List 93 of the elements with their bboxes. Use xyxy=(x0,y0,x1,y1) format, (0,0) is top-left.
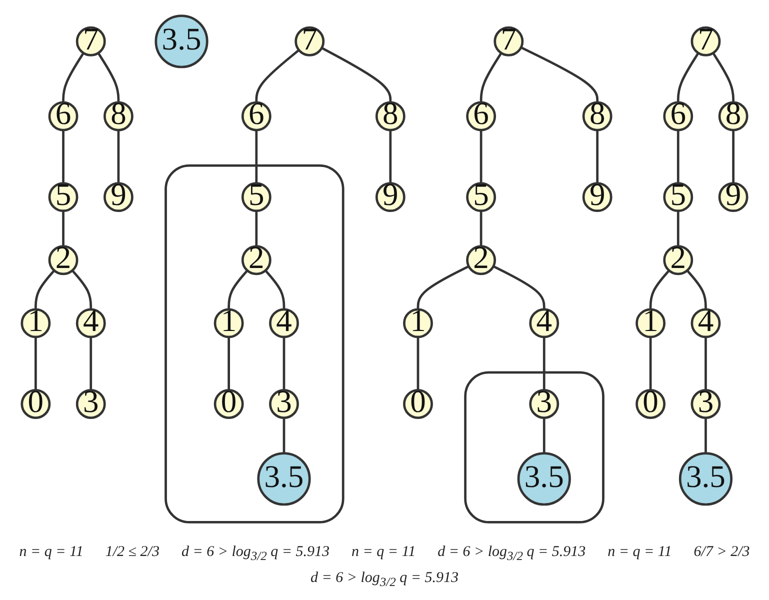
node-circle: 8 xyxy=(582,101,612,132)
formula-label: 6/7 > 2/3 xyxy=(694,544,750,562)
connector xyxy=(676,52,700,102)
node-circle: 5 xyxy=(241,182,272,212)
node-circle: 6 xyxy=(241,101,272,132)
node-circle: 7 xyxy=(294,26,325,56)
node-circle: 5 xyxy=(663,182,694,212)
cluster xyxy=(464,371,604,524)
connector xyxy=(282,418,286,454)
connector xyxy=(62,130,64,184)
node-circle: 4 xyxy=(269,308,299,338)
node-circle: 5 xyxy=(48,182,78,212)
connector xyxy=(416,265,470,310)
node-circle: 6 xyxy=(663,101,694,132)
node-circle: 2 xyxy=(663,245,694,276)
formula-label: 1/2 ≤ 2/3 xyxy=(105,544,160,562)
formula-label: d = 6 > log$_{3/2}$ q = 5.913 xyxy=(310,570,459,590)
node-circle: 0 xyxy=(20,389,51,419)
connector xyxy=(389,130,392,184)
connector xyxy=(416,337,420,390)
node-circle: 7 xyxy=(690,26,721,56)
node-circle: 1 xyxy=(20,308,51,338)
node-circle: 3.5 xyxy=(517,452,571,506)
connector xyxy=(676,210,680,246)
connector xyxy=(90,337,92,390)
connector xyxy=(704,418,707,454)
connector xyxy=(71,270,92,310)
formula-label: n = q = 11 xyxy=(19,544,84,562)
connector xyxy=(649,270,670,310)
node-circle: 3 xyxy=(690,389,721,419)
formula-label: n = q = 11 xyxy=(608,544,672,562)
node-circle: 9 xyxy=(103,182,134,212)
connector xyxy=(34,270,56,310)
connector xyxy=(732,130,734,184)
connector xyxy=(321,46,392,102)
connector xyxy=(480,210,482,246)
node-circle: 7 xyxy=(494,26,524,56)
node-circle: 6 xyxy=(48,101,78,132)
connector xyxy=(255,210,258,246)
node-circle: 3.5 xyxy=(154,14,208,68)
connector xyxy=(255,49,300,102)
connector xyxy=(228,337,230,390)
node-circle: 8 xyxy=(375,101,406,132)
node-circle: 4 xyxy=(76,308,106,338)
cluster xyxy=(164,164,344,524)
connector xyxy=(676,130,680,184)
connector xyxy=(596,130,599,184)
connector xyxy=(62,52,84,102)
node-circle: 0 xyxy=(636,389,666,419)
connector xyxy=(282,337,286,390)
node-circle: 1 xyxy=(636,308,666,338)
connector xyxy=(117,130,120,184)
node-circle: 2 xyxy=(241,245,272,276)
node-circle: 1 xyxy=(214,308,244,338)
connector xyxy=(480,52,502,102)
node-circle: 8 xyxy=(718,101,748,132)
node-circle: 5 xyxy=(466,182,496,212)
connector xyxy=(264,270,286,310)
connector xyxy=(686,270,707,310)
node-circle: 3.5 xyxy=(678,452,733,506)
node-circle: 1 xyxy=(403,308,433,338)
node-circle: 8 xyxy=(103,101,134,132)
connector xyxy=(520,46,599,102)
connector xyxy=(255,130,258,184)
connector xyxy=(542,418,546,454)
connector xyxy=(649,337,652,390)
node-circle: 7 xyxy=(76,26,106,56)
node-circle: 3.5 xyxy=(257,452,311,506)
formula-label: n = q = 11 xyxy=(351,544,416,562)
node-circle: 4 xyxy=(690,308,721,338)
connector xyxy=(492,265,546,310)
node-circle: 4 xyxy=(529,308,560,338)
node-circle: 9 xyxy=(718,182,748,212)
connector xyxy=(712,52,734,102)
node-circle: 3 xyxy=(269,389,299,419)
connector xyxy=(97,52,120,102)
node-circle: 2 xyxy=(466,245,496,276)
node-circle: 3 xyxy=(76,389,106,419)
connector xyxy=(704,337,707,390)
formula-label: d = 6 > log$_{3/2}$ q = 5.913 xyxy=(438,544,586,564)
connector xyxy=(62,210,64,246)
connector xyxy=(228,270,248,310)
node-circle: 2 xyxy=(48,245,78,276)
node-circle: 3 xyxy=(529,389,560,419)
connector xyxy=(542,337,546,390)
node-circle: 6 xyxy=(466,101,496,132)
node-circle: 0 xyxy=(214,389,244,419)
formula-label: d = 6 > log$_{3/2}$ q = 5.913 xyxy=(181,544,330,564)
node-circle: 9 xyxy=(582,182,612,212)
node-circle: 9 xyxy=(375,182,406,212)
connector xyxy=(480,130,482,184)
connector xyxy=(34,337,37,390)
node-circle: 0 xyxy=(403,389,433,419)
